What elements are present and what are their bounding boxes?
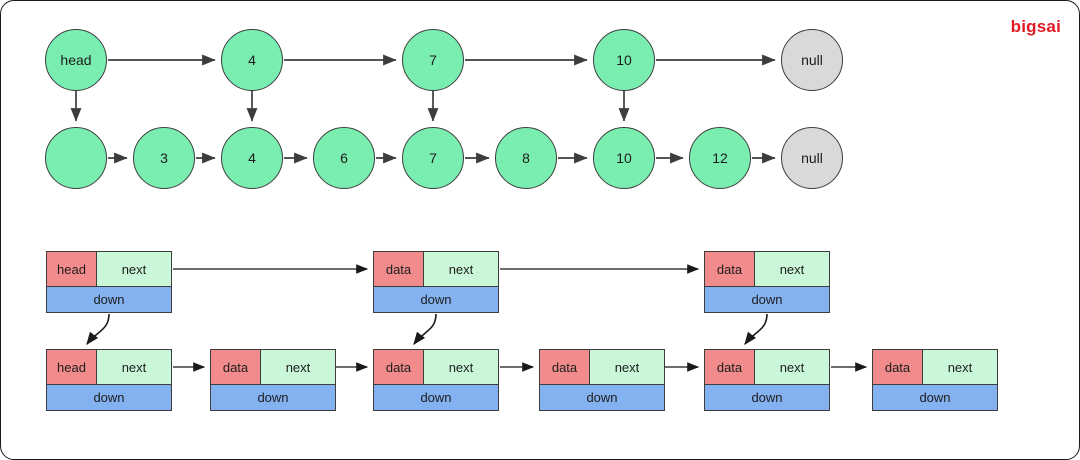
cell-data[interactable]: data bbox=[704, 349, 755, 385]
node-label: 7 bbox=[429, 52, 437, 68]
node-label: 8 bbox=[522, 150, 530, 166]
node-label: 10 bbox=[616, 52, 632, 68]
node-l1-10[interactable]: 10 bbox=[593, 29, 655, 91]
struct-box-l2-5[interactable]: data next down bbox=[704, 349, 830, 411]
struct-top-row: head next bbox=[46, 251, 172, 287]
struct-top-row: head next bbox=[46, 349, 172, 385]
node-l2-8[interactable]: 8 bbox=[495, 127, 557, 189]
cell-next[interactable]: next bbox=[424, 349, 499, 385]
cell-head[interactable]: head bbox=[46, 251, 97, 287]
node-l1-null[interactable]: null bbox=[781, 29, 843, 91]
node-l2-6[interactable]: 6 bbox=[313, 127, 375, 189]
cell-down[interactable]: down bbox=[46, 287, 172, 313]
cell-head[interactable]: head bbox=[46, 349, 97, 385]
node-l2-10[interactable]: 10 bbox=[593, 127, 655, 189]
struct-box-l2-2[interactable]: data next down bbox=[210, 349, 336, 411]
cell-down[interactable]: down bbox=[704, 287, 830, 313]
cell-down[interactable]: down bbox=[373, 385, 499, 411]
node-l2-null[interactable]: null bbox=[781, 127, 843, 189]
cell-down[interactable]: down bbox=[210, 385, 336, 411]
cell-next[interactable]: next bbox=[261, 349, 336, 385]
cell-next[interactable]: next bbox=[97, 349, 172, 385]
struct-box-l2-4[interactable]: data next down bbox=[539, 349, 665, 411]
node-label: 3 bbox=[160, 150, 168, 166]
struct-top-row: data next bbox=[872, 349, 998, 385]
node-l2-empty[interactable] bbox=[45, 127, 107, 189]
struct-top-row: data next bbox=[210, 349, 336, 385]
level-down-arrows bbox=[70, 91, 630, 122]
struct-box-head-l2[interactable]: head next down bbox=[46, 349, 172, 411]
struct-box-l2-3[interactable]: data next down bbox=[373, 349, 499, 411]
node-label: 7 bbox=[429, 150, 437, 166]
struct-box-l1-2[interactable]: data next down bbox=[373, 251, 499, 313]
cell-next[interactable]: next bbox=[755, 349, 830, 385]
struct-top-row: data next bbox=[539, 349, 665, 385]
cell-down[interactable]: down bbox=[704, 385, 830, 411]
node-label: null bbox=[801, 52, 823, 68]
node-label: 4 bbox=[248, 150, 256, 166]
watermark-bigsai: bigsai bbox=[1010, 17, 1061, 36]
struct-top-row: data next bbox=[373, 251, 499, 287]
node-head[interactable]: head bbox=[45, 29, 107, 91]
struct-box-l2-6[interactable]: data next down bbox=[872, 349, 998, 411]
cell-data[interactable]: data bbox=[539, 349, 590, 385]
node-l2-12[interactable]: 12 bbox=[689, 127, 751, 189]
struct-top-row: data next bbox=[704, 349, 830, 385]
node-l2-4[interactable]: 4 bbox=[221, 127, 283, 189]
node-label: head bbox=[60, 52, 92, 68]
cell-data[interactable]: data bbox=[373, 251, 424, 287]
node-label: null bbox=[801, 150, 823, 166]
cell-down[interactable]: down bbox=[872, 385, 998, 411]
struct-box-head-l1[interactable]: head next down bbox=[46, 251, 172, 313]
struct-top-row: data next bbox=[373, 349, 499, 385]
node-l2-7[interactable]: 7 bbox=[402, 127, 464, 189]
cell-down[interactable]: down bbox=[46, 385, 172, 411]
cell-data[interactable]: data bbox=[373, 349, 424, 385]
cell-down[interactable]: down bbox=[373, 287, 499, 313]
node-l1-4[interactable]: 4 bbox=[221, 29, 283, 91]
struct-down-arrows bbox=[86, 313, 768, 346]
cell-next[interactable]: next bbox=[923, 349, 998, 385]
node-label: 4 bbox=[248, 52, 256, 68]
struct-top-row: data next bbox=[704, 251, 830, 287]
node-l2-3[interactable]: 3 bbox=[133, 127, 195, 189]
node-label: 12 bbox=[712, 150, 728, 166]
cell-next[interactable]: next bbox=[590, 349, 665, 385]
cell-next[interactable]: next bbox=[97, 251, 172, 287]
node-l1-7[interactable]: 7 bbox=[402, 29, 464, 91]
cell-next[interactable]: next bbox=[424, 251, 499, 287]
cell-down[interactable]: down bbox=[539, 385, 665, 411]
cell-data[interactable]: data bbox=[872, 349, 923, 385]
node-label: 10 bbox=[616, 150, 632, 166]
cell-next[interactable]: next bbox=[755, 251, 830, 287]
cell-data[interactable]: data bbox=[704, 251, 755, 287]
struct-box-l1-3[interactable]: data next down bbox=[704, 251, 830, 313]
node-label: 6 bbox=[340, 150, 348, 166]
cell-data[interactable]: data bbox=[210, 349, 261, 385]
